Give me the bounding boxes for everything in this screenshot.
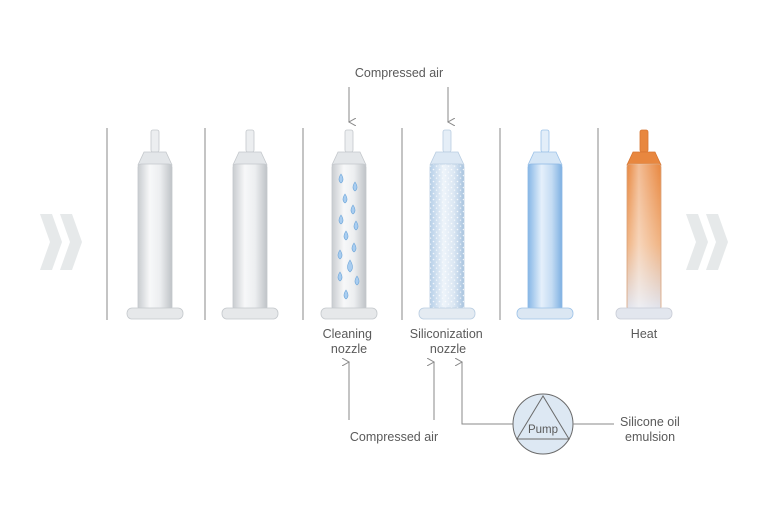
heat-label: Heat bbox=[631, 327, 658, 341]
pump-icon bbox=[512, 393, 574, 455]
syringe-4-siliconization bbox=[418, 129, 476, 320]
compressed-air-top-label: Compressed air bbox=[355, 66, 443, 80]
chevron-right-right-icon bbox=[686, 214, 728, 270]
silicone-oil-emulsion-label: Silicone oil emulsion bbox=[620, 415, 683, 444]
chevron-right-left-icon bbox=[40, 214, 82, 270]
syringe-6-heated bbox=[615, 129, 673, 320]
stage-dividers bbox=[106, 128, 599, 320]
syringe-5-siliconized bbox=[516, 129, 574, 320]
syringe-3-cleaning bbox=[320, 129, 378, 320]
syringe-1 bbox=[126, 129, 184, 320]
siliconization-nozzle-label: Siliconization nozzle bbox=[410, 327, 486, 356]
cleaning-nozzle-label: Cleaning nozzle bbox=[323, 327, 376, 356]
water-drop-icon bbox=[337, 173, 360, 300]
compressed-air-bottom-label: Compressed air bbox=[350, 430, 438, 444]
syringe-2 bbox=[221, 129, 279, 320]
pump-label: Pump bbox=[528, 424, 558, 436]
arrow-up-pump-line bbox=[462, 362, 514, 425]
